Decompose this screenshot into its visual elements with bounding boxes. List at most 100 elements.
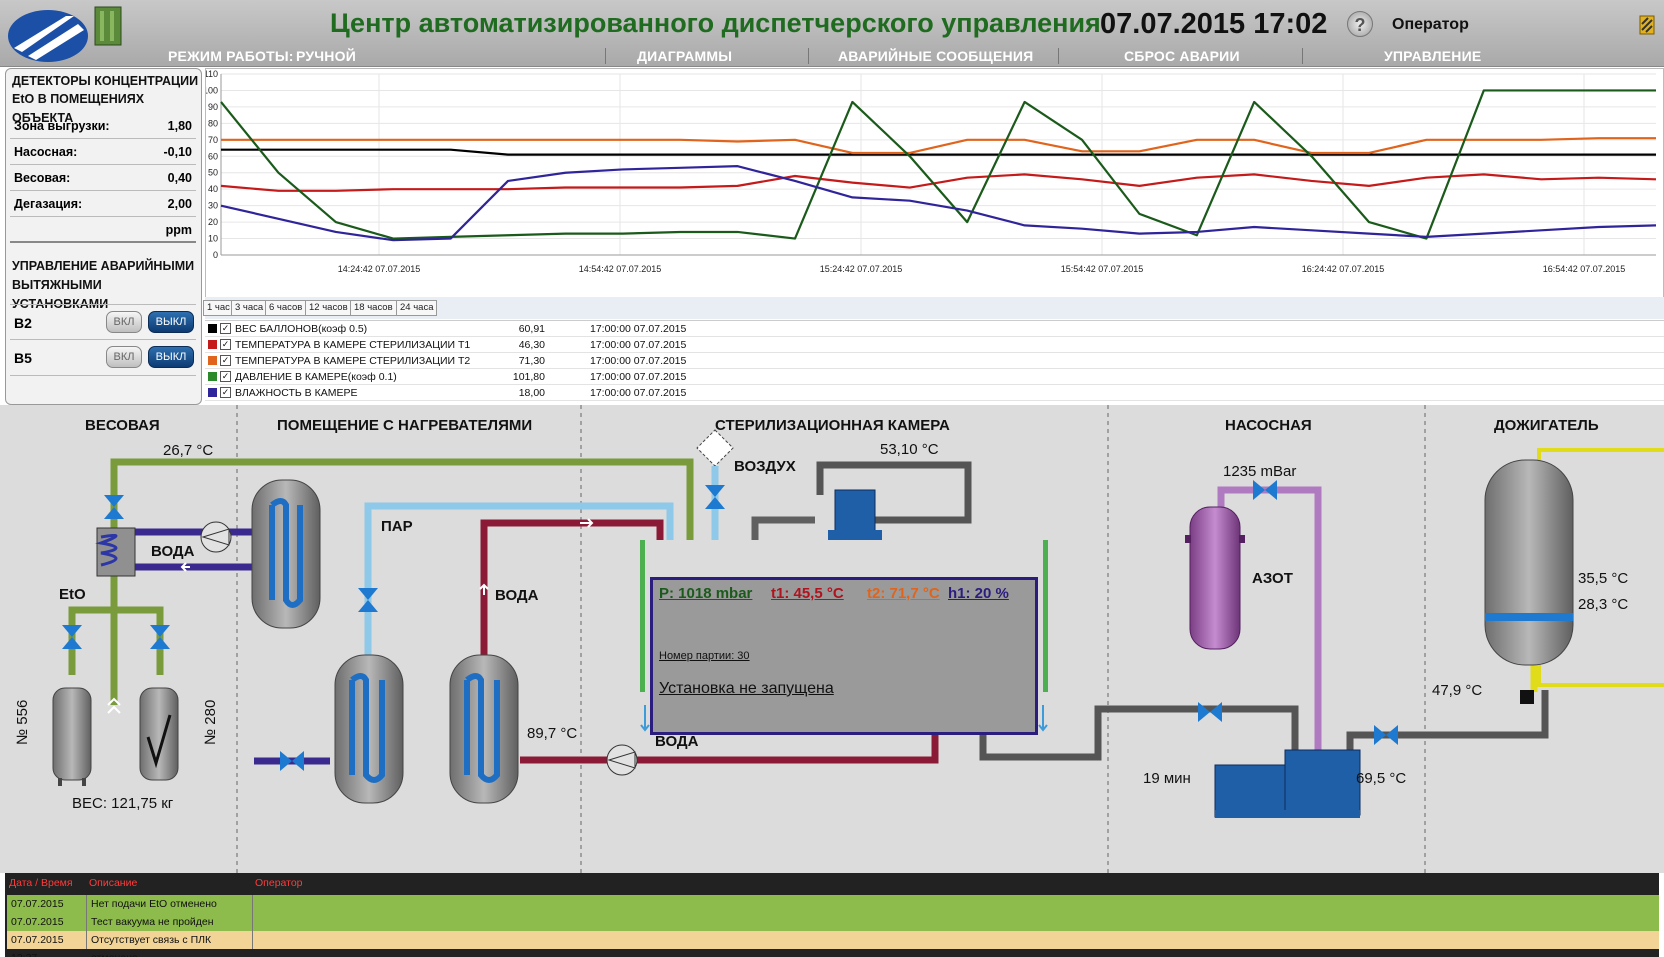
cabinet-icon — [94, 6, 122, 46]
x-tick-label: 15:24:42 07.07.2015 — [820, 264, 903, 274]
alarm-bell-icon[interactable] — [1638, 12, 1656, 36]
series-line — [221, 148, 1656, 156]
nav-control[interactable]: УПРАВЛЕНИЕ — [1384, 48, 1482, 64]
alarm-operator — [253, 931, 1659, 949]
nav-diagrams[interactable]: ДИАГРАММЫ — [637, 48, 733, 64]
series-value: 101,80 — [512, 371, 545, 383]
burner-temp-2: 28,3 °C — [1578, 596, 1629, 613]
alarm-operator — [253, 895, 1659, 913]
alarm-desc: Нет подачи EtO отменено — [87, 895, 253, 913]
series-checkbox[interactable]: ✓ — [220, 323, 231, 334]
alarm-time: 07.07.2015 12:37 — [7, 931, 87, 957]
chamber-t1: t1: 45,5 °C — [771, 585, 844, 602]
y-tick-label: 20 — [208, 217, 218, 227]
series-time: 17:00:00 07.07.2015 — [590, 387, 687, 399]
trend-chart-svg: 010203040506070809010011014:24:42 07.07.… — [203, 69, 1657, 274]
water-temp: 89,7 °C — [527, 725, 578, 742]
detector-row: Дегазация:2,00 — [10, 191, 196, 217]
range-1h-button[interactable]: 1 час — [203, 300, 234, 316]
legend-row[interactable]: ✓ ТЕМПЕРАТУРА В КАМЕРЕ СТЕРИЛИЗАЦИИ Т1 46,… — [205, 337, 1664, 353]
section-afterburner: ДОЖИГАТЕЛЬ — [1494, 417, 1599, 434]
series-swatch — [208, 356, 217, 365]
series-value: 46,30 — [518, 339, 545, 351]
range-3h-button[interactable]: 3 часа — [231, 300, 268, 316]
exhaust-unit-b2: В2 ВКЛ ВЫКЛ — [10, 304, 196, 340]
x-tick-label: 15:54:42 07.07.2015 — [1061, 264, 1144, 274]
nav-reset-alarm[interactable]: СБРОС АВАРИИ — [1124, 48, 1240, 64]
y-tick-label: 0 — [213, 250, 218, 260]
chamber-humidity: h1: 20 % — [948, 585, 1009, 602]
series-checkbox[interactable]: ✓ — [220, 371, 231, 382]
series-time: 17:00:00 07.07.2015 — [590, 355, 687, 367]
series-time: 17:00:00 07.07.2015 — [590, 339, 687, 351]
alarm-log: Дата / Время Описание Оператор 07.07.201… — [5, 873, 1659, 957]
b5-on-button[interactable]: ВКЛ — [106, 346, 142, 368]
series-name: ДАВЛЕНИЕ В КАМЕРЕ(коэф 0.1) — [235, 371, 397, 383]
alarm-row[interactable]: 07.07.2015 12:37Отсутствует связь с ПЛК … — [7, 931, 1659, 957]
alarm-col-description[interactable]: Описание — [89, 877, 138, 889]
series-swatch — [208, 372, 217, 381]
help-button[interactable]: ? — [1347, 11, 1373, 37]
nitrogen-label: АЗОТ — [1252, 570, 1293, 587]
app-title: Центр автоматизированного диспетчерского… — [330, 8, 1101, 38]
range-6h-button[interactable]: 6 часов — [265, 300, 307, 316]
operator-name[interactable]: Оператор — [1392, 16, 1469, 33]
y-tick-label: 40 — [208, 184, 218, 194]
detector-row: Зона выгрузки:1,80 — [10, 113, 196, 139]
alarm-desc: Отсутствует связь с ПЛК отменено — [87, 931, 253, 957]
steam-label: ПАР — [381, 518, 413, 535]
detector-row: Весовая:0,40 — [10, 165, 196, 191]
trend-chart[interactable]: 010203040506070809010011014:24:42 07.07.… — [203, 68, 1664, 303]
series-name: ТЕМПЕРАТУРА В КАМЕРЕ СТЕРИЛИЗАЦИИ Т1 — [235, 339, 471, 351]
series-line — [220, 165, 1657, 242]
range-bar: 1 час 3 часа 6 часов 12 часов 18 часов 2… — [203, 297, 1664, 319]
unit-row: ppm — [10, 217, 196, 243]
chamber-t2: t2: 71,7 °C — [867, 585, 940, 602]
series-name: ВЛАЖНОСТЬ В КАМЕРЕ — [235, 387, 358, 399]
b2-on-button[interactable]: ВКЛ — [106, 311, 142, 333]
exhaust-unit-b5: В5 ВКЛ ВЫКЛ — [10, 340, 196, 376]
series-checkbox[interactable]: ✓ — [220, 355, 231, 366]
y-tick-label: 70 — [208, 135, 218, 145]
weigh-temp: 26,7 °C — [163, 442, 214, 459]
series-checkbox[interactable]: ✓ — [220, 339, 231, 350]
b5-off-button[interactable]: ВЫКЛ — [148, 346, 194, 368]
range-24h-button[interactable]: 24 часа — [396, 300, 438, 316]
water-label-3: ВОДА — [655, 733, 699, 750]
mode-value: РУЧНОЙ — [296, 48, 356, 64]
y-tick-label: 30 — [208, 201, 218, 211]
series-line — [221, 137, 1656, 155]
section-sterilization-chamber: СТЕРИЛИЗАЦИОННАЯ КАМЕРА — [715, 417, 950, 434]
series-line — [220, 173, 1657, 192]
burner-temp-1: 35,5 °C — [1578, 570, 1629, 587]
detector-row: Насосная:-0,10 — [10, 139, 196, 165]
x-tick-label: 16:24:42 07.07.2015 — [1302, 264, 1385, 274]
nitrogen-pressure: 1235 mBar — [1223, 463, 1297, 480]
alarm-col-operator[interactable]: Оператор — [255, 877, 303, 889]
y-tick-label: 90 — [208, 102, 218, 112]
alarm-row[interactable]: 07.07.2015 14:30Нет подачи EtO отменено — [7, 895, 1659, 928]
left-panel: ДЕТЕКТОРЫ КОНЦЕНТРАЦИИ EtO В ПОМЕЩЕНИЯХ … — [5, 68, 202, 405]
range-12h-button[interactable]: 12 часов — [305, 300, 352, 316]
series-checkbox[interactable]: ✓ — [220, 387, 231, 398]
x-tick-label: 14:54:42 07.07.2015 — [579, 264, 662, 274]
alarm-row[interactable]: 07.07.2015 13:28Тест вакуума не пройден … — [7, 913, 1659, 946]
alarm-col-datetime[interactable]: Дата / Время — [9, 877, 73, 889]
pump-minutes: 19 мин — [1143, 770, 1191, 787]
chamber-temp: 53,10 °C — [880, 441, 939, 458]
chamber-status-panel[interactable]: P: 1018 mbar t1: 45,5 °C t2: 71,7 °C h1:… — [650, 577, 1038, 735]
range-18h-button[interactable]: 18 часов — [350, 300, 397, 316]
batch-number: Номер партии: 30 — [659, 650, 750, 662]
series-time: 17:00:00 07.07.2015 — [590, 323, 687, 335]
series-value: 71,30 — [518, 355, 545, 367]
nav-alarm-messages[interactable]: АВАРИЙНЫЕ СООБЩЕНИЯ — [838, 48, 1034, 64]
b2-off-button[interactable]: ВЫКЛ — [148, 311, 194, 333]
detectors-title-line1: ДЕТЕКТОРЫ КОНЦЕНТРАЦИИ — [12, 74, 199, 88]
y-tick-label: 110 — [206, 69, 218, 79]
alarm-time: 07.07.2015 14:30 — [7, 895, 87, 928]
